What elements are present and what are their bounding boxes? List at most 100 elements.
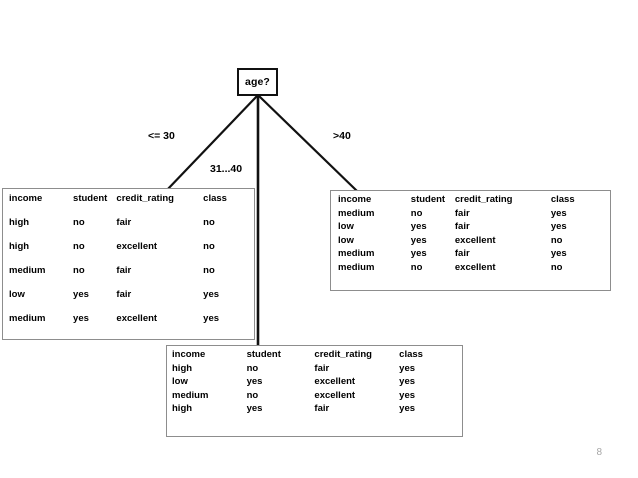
table-cell: no	[550, 234, 563, 246]
branch-label-left: <= 30	[148, 130, 175, 142]
table-cell: low	[9, 289, 25, 300]
table-cell: yes	[399, 389, 416, 401]
table-row: medium yes fair yes	[338, 248, 610, 263]
table-cell: fair	[116, 265, 132, 276]
decision-node-label: age?	[245, 75, 270, 88]
table-cell: medium	[172, 389, 209, 401]
table-cell: yes	[410, 234, 427, 246]
edge-left-branch	[165, 95, 258, 192]
table-header-row: income student credit_rating class	[9, 193, 254, 218]
column-header: income	[338, 194, 372, 205]
table-cell: yes	[203, 289, 220, 300]
table-cell: fair	[314, 403, 330, 414]
table-cell: no	[203, 265, 215, 276]
table-cell: no	[410, 207, 423, 219]
table-cell: no	[73, 241, 85, 252]
table-cell: medium	[338, 248, 375, 259]
column-header: income	[9, 193, 43, 204]
table-cell: yes	[550, 248, 567, 259]
table-cell: no	[410, 261, 423, 273]
table-cell: no	[550, 261, 563, 273]
table-cell: low	[338, 221, 354, 232]
table-left-body: income student credit_rating class high no fai…	[9, 193, 254, 338]
table-row: low yes excellent no	[338, 234, 610, 250]
column-header: credit_rating	[314, 349, 372, 360]
table-cell: fair	[314, 362, 330, 374]
table-row: high no fair yes	[172, 362, 462, 378]
table-cell: high	[172, 362, 193, 374]
table-right: income student credit_rating class medium no f…	[338, 194, 610, 277]
table-cell: medium	[338, 261, 375, 273]
column-header: class	[399, 349, 423, 360]
table-cell: no	[73, 265, 85, 276]
table-cell: yes	[399, 362, 416, 374]
column-header: credit_rating	[454, 194, 513, 205]
table-cell: no	[246, 362, 259, 374]
table-cell: yes	[410, 248, 427, 259]
table-row: medium no excellent no	[338, 261, 610, 277]
table-cell: yes	[73, 313, 89, 324]
table-cell: fair	[116, 217, 132, 228]
column-header: credit_rating	[116, 193, 174, 204]
table-row: low yes fair yes	[9, 289, 254, 314]
table-left: income student credit_rating class high no fai…	[9, 193, 254, 338]
leaf-table-age-gt-40: income student credit_rating class medium no f…	[330, 190, 611, 291]
branch-label-middle: 31...40	[210, 163, 243, 175]
slide-page-number: 8	[596, 447, 602, 458]
column-header: student	[410, 194, 446, 205]
column-header: student	[73, 193, 108, 204]
table-cell: low	[172, 376, 188, 387]
table-cell: no	[246, 389, 259, 401]
table-row: low yes fair yes	[338, 221, 610, 236]
table-cell: high	[172, 403, 193, 414]
table-cell: yes	[550, 207, 567, 219]
table-cell: excellent	[314, 376, 356, 387]
column-header: income	[172, 349, 206, 360]
table-cell: high	[9, 241, 30, 252]
decision-node-age[interactable]: age?	[237, 68, 278, 96]
table-cell: fair	[454, 221, 470, 232]
table-cell: excellent	[454, 261, 496, 273]
table-cell: fair	[116, 289, 132, 300]
table-cell: fair	[454, 207, 470, 219]
table-row: high no fair no	[9, 217, 254, 242]
table-right-body: income student credit_rating class medium no f…	[338, 194, 610, 277]
table-row: high yes fair yes	[172, 403, 462, 418]
table-cell: yes	[410, 221, 427, 232]
table-row: medium no excellent yes	[172, 389, 462, 405]
table-row: low yes excellent yes	[172, 376, 462, 391]
table-cell: no	[203, 217, 215, 228]
table-cell: excellent	[454, 234, 496, 246]
edge-right-branch	[258, 95, 358, 192]
table-cell: yes	[399, 403, 416, 414]
column-header: class	[203, 193, 227, 204]
table-cell: yes	[203, 313, 220, 324]
table-header-row: income student credit_rating class	[338, 194, 610, 209]
table-cell: excellent	[314, 389, 356, 401]
table-cell: medium	[9, 313, 46, 324]
table-row: medium no fair yes	[338, 207, 610, 223]
table-cell: high	[9, 217, 30, 228]
table-cell: excellent	[116, 313, 158, 324]
column-header: class	[550, 194, 575, 205]
table-cell: no	[73, 217, 85, 228]
table-cell: yes	[246, 376, 263, 387]
table-cell: medium	[338, 207, 375, 219]
table-row: medium no fair no	[9, 265, 254, 290]
table-cell: yes	[550, 221, 567, 232]
table-cell: fair	[454, 248, 470, 259]
table-cell: no	[203, 241, 215, 252]
table-cell: low	[338, 234, 354, 246]
table-row: medium yes excellent yes	[9, 313, 254, 338]
table-cell: yes	[73, 289, 89, 300]
table-cell: yes	[246, 403, 263, 414]
table-cell: yes	[399, 376, 416, 387]
table-cell: medium	[9, 265, 46, 276]
leaf-table-age-le-30: income student credit_rating class high no fai…	[2, 188, 255, 340]
